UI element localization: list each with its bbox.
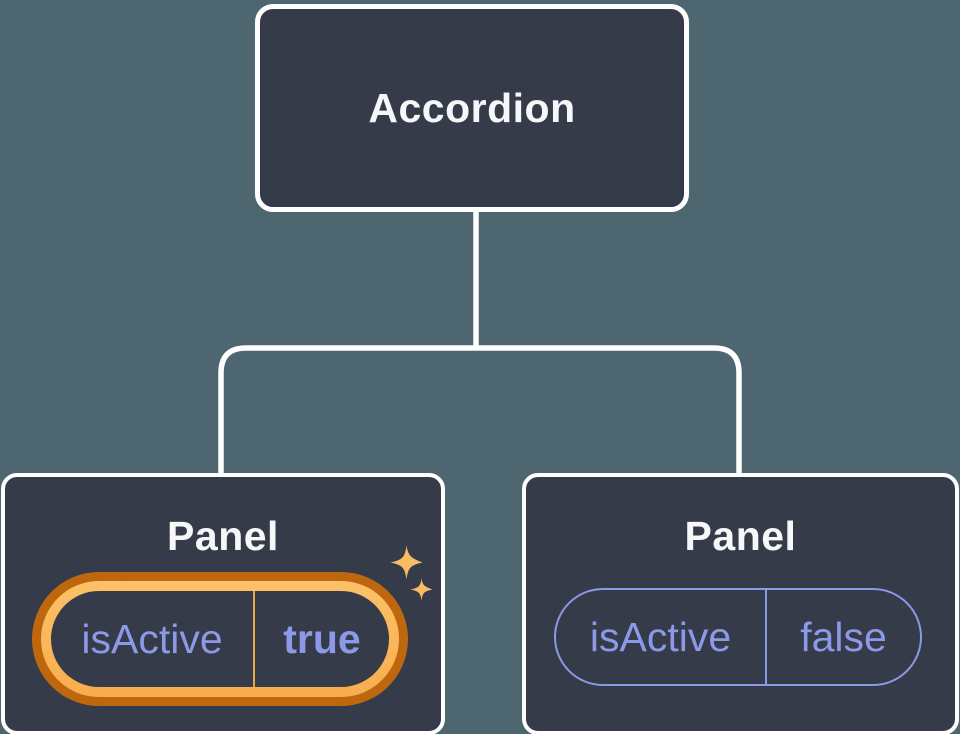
sparkle-large-icon	[390, 545, 423, 580]
state-value: false	[800, 613, 887, 660]
sparkle-icon	[390, 545, 433, 601]
node-accordion: Accordion	[255, 4, 689, 212]
node-panel-inactive: Panel isActive false	[522, 473, 959, 734]
panel-label: Panel	[167, 513, 279, 559]
state-key: isActive	[81, 615, 223, 662]
sparkle-small-icon	[410, 578, 433, 601]
highlight-ring: isActive true	[41, 581, 399, 697]
accordion-label: Accordion	[368, 84, 576, 131]
state-pill-active: isActive true	[32, 572, 408, 706]
node-panel-active: Panel isActive true	[1, 473, 445, 734]
panel-label: Panel	[684, 513, 797, 559]
state-pill-inactive: isActive false	[554, 588, 922, 686]
state-value: true	[283, 615, 361, 662]
state-key: isActive	[589, 613, 732, 660]
connector-branches	[218, 345, 742, 476]
